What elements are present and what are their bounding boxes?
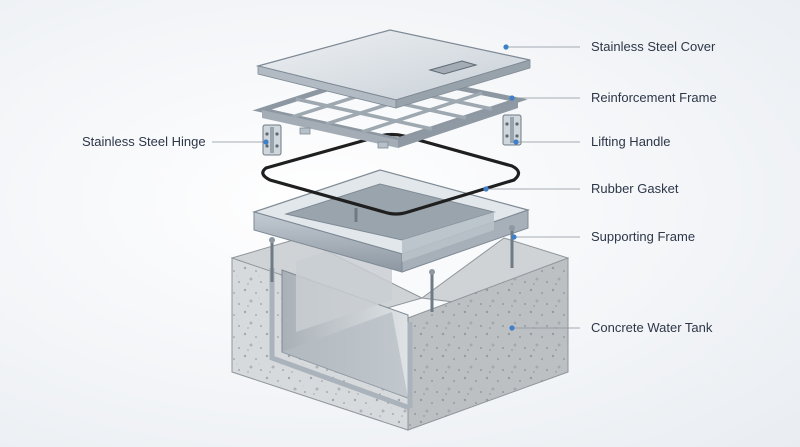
- hinge-right-icon: [502, 114, 522, 146]
- leader-dot-tank: [509, 325, 515, 331]
- hinge-left-icon: [262, 124, 282, 156]
- anchor-bolts: [269, 208, 515, 312]
- label-lifting-handle: Lifting Handle: [591, 134, 671, 149]
- reinforcement-frame-side: [262, 110, 398, 148]
- lifting-handle-slot-icon: [428, 60, 478, 75]
- label-rubber-gasket: Rubber Gasket: [591, 181, 679, 196]
- supporting-frame-neck: [402, 212, 494, 262]
- label-concrete-water-tank: Concrete Water Tank: [591, 320, 713, 335]
- leader-dot-lifting: [513, 139, 519, 145]
- stainless-steel-cover: [255, 29, 531, 109]
- label-supporting-frame: Supporting Frame: [591, 229, 696, 244]
- tank-liner-edge: [269, 268, 411, 411]
- reinforcement-frame-tabs: [299, 127, 389, 149]
- label-stainless-steel-cover: Stainless Steel Cover: [591, 39, 716, 54]
- rubber-gasket: [261, 132, 521, 216]
- leader-dot-hinge: [263, 139, 269, 145]
- leader-dot-gasket: [483, 186, 489, 192]
- leader-dot-supporting: [511, 234, 517, 240]
- cover-top: [255, 29, 531, 101]
- leader-dot-cover: [503, 44, 509, 50]
- tank-front-right-texture: [408, 258, 568, 430]
- leader-dot-reinforcement: [509, 95, 515, 101]
- label-stainless-steel-hinge: Stainless Steel Hinge: [82, 134, 206, 149]
- label-reinforcement-frame: Reinforcement Frame: [591, 90, 717, 105]
- leader-dots: [263, 44, 519, 331]
- tank-inner-floor: [282, 312, 408, 398]
- leader-lines: [212, 46, 580, 329]
- cover-edge-right: [395, 59, 531, 109]
- reinforcement-frame-side-right: [398, 100, 518, 148]
